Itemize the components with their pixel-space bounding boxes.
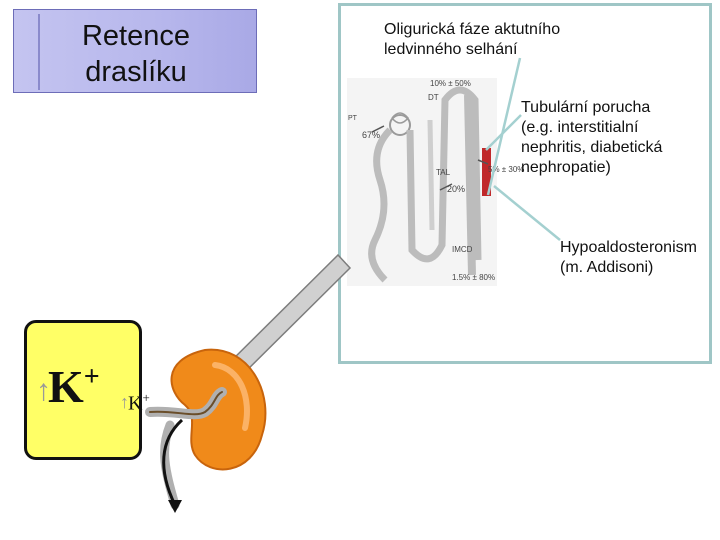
cause-hypoaldosteronism-label: Hypoaldosteronism (m. Addisoni) xyxy=(560,239,697,276)
increase-arrow-icon: ↑ xyxy=(36,374,51,407)
title-box: Retence draslíku xyxy=(13,9,257,93)
pointer-tubular xyxy=(485,114,522,151)
label-ccd-pct: 5% ± 30% xyxy=(488,165,524,174)
pointer-heading xyxy=(486,57,522,196)
increase-arrow-small-icon: ↑ xyxy=(120,392,129,412)
panel-heading: Oligurická fáze aktutního ledvinného sel… xyxy=(384,21,561,58)
label-imcd-pct: 1.5% ± 80% xyxy=(452,273,495,282)
cause-tubular-label: Tubulární porucha (e.g. interstitialní n… xyxy=(521,99,663,176)
potassium-symbol-large: K+ xyxy=(48,361,100,412)
label-dt: DT xyxy=(428,93,439,102)
label-pt: PT xyxy=(348,115,358,122)
proximal-tubule xyxy=(368,127,393,283)
pointer-hypoaldo xyxy=(493,185,561,241)
page-title: Retence draslíku xyxy=(81,20,190,88)
label-tal-pct: 20% xyxy=(447,184,465,194)
label-dt-top: 10% ± 50% xyxy=(430,79,471,88)
label-tal: TAL xyxy=(436,168,451,177)
potassium-symbol-small: K+ xyxy=(128,390,150,415)
glomerulus xyxy=(389,114,411,136)
collecting-duct xyxy=(464,94,476,276)
kidney-illustration xyxy=(145,348,267,513)
loop-of-henle xyxy=(406,86,482,263)
plasma-potassium-box xyxy=(24,320,142,460)
title-divider xyxy=(38,14,40,90)
nephron-illustration xyxy=(347,78,497,286)
label-imcd: IMCD xyxy=(452,245,473,254)
label-pt-pct: 67% xyxy=(362,130,380,140)
ccd-highlight xyxy=(482,148,491,196)
